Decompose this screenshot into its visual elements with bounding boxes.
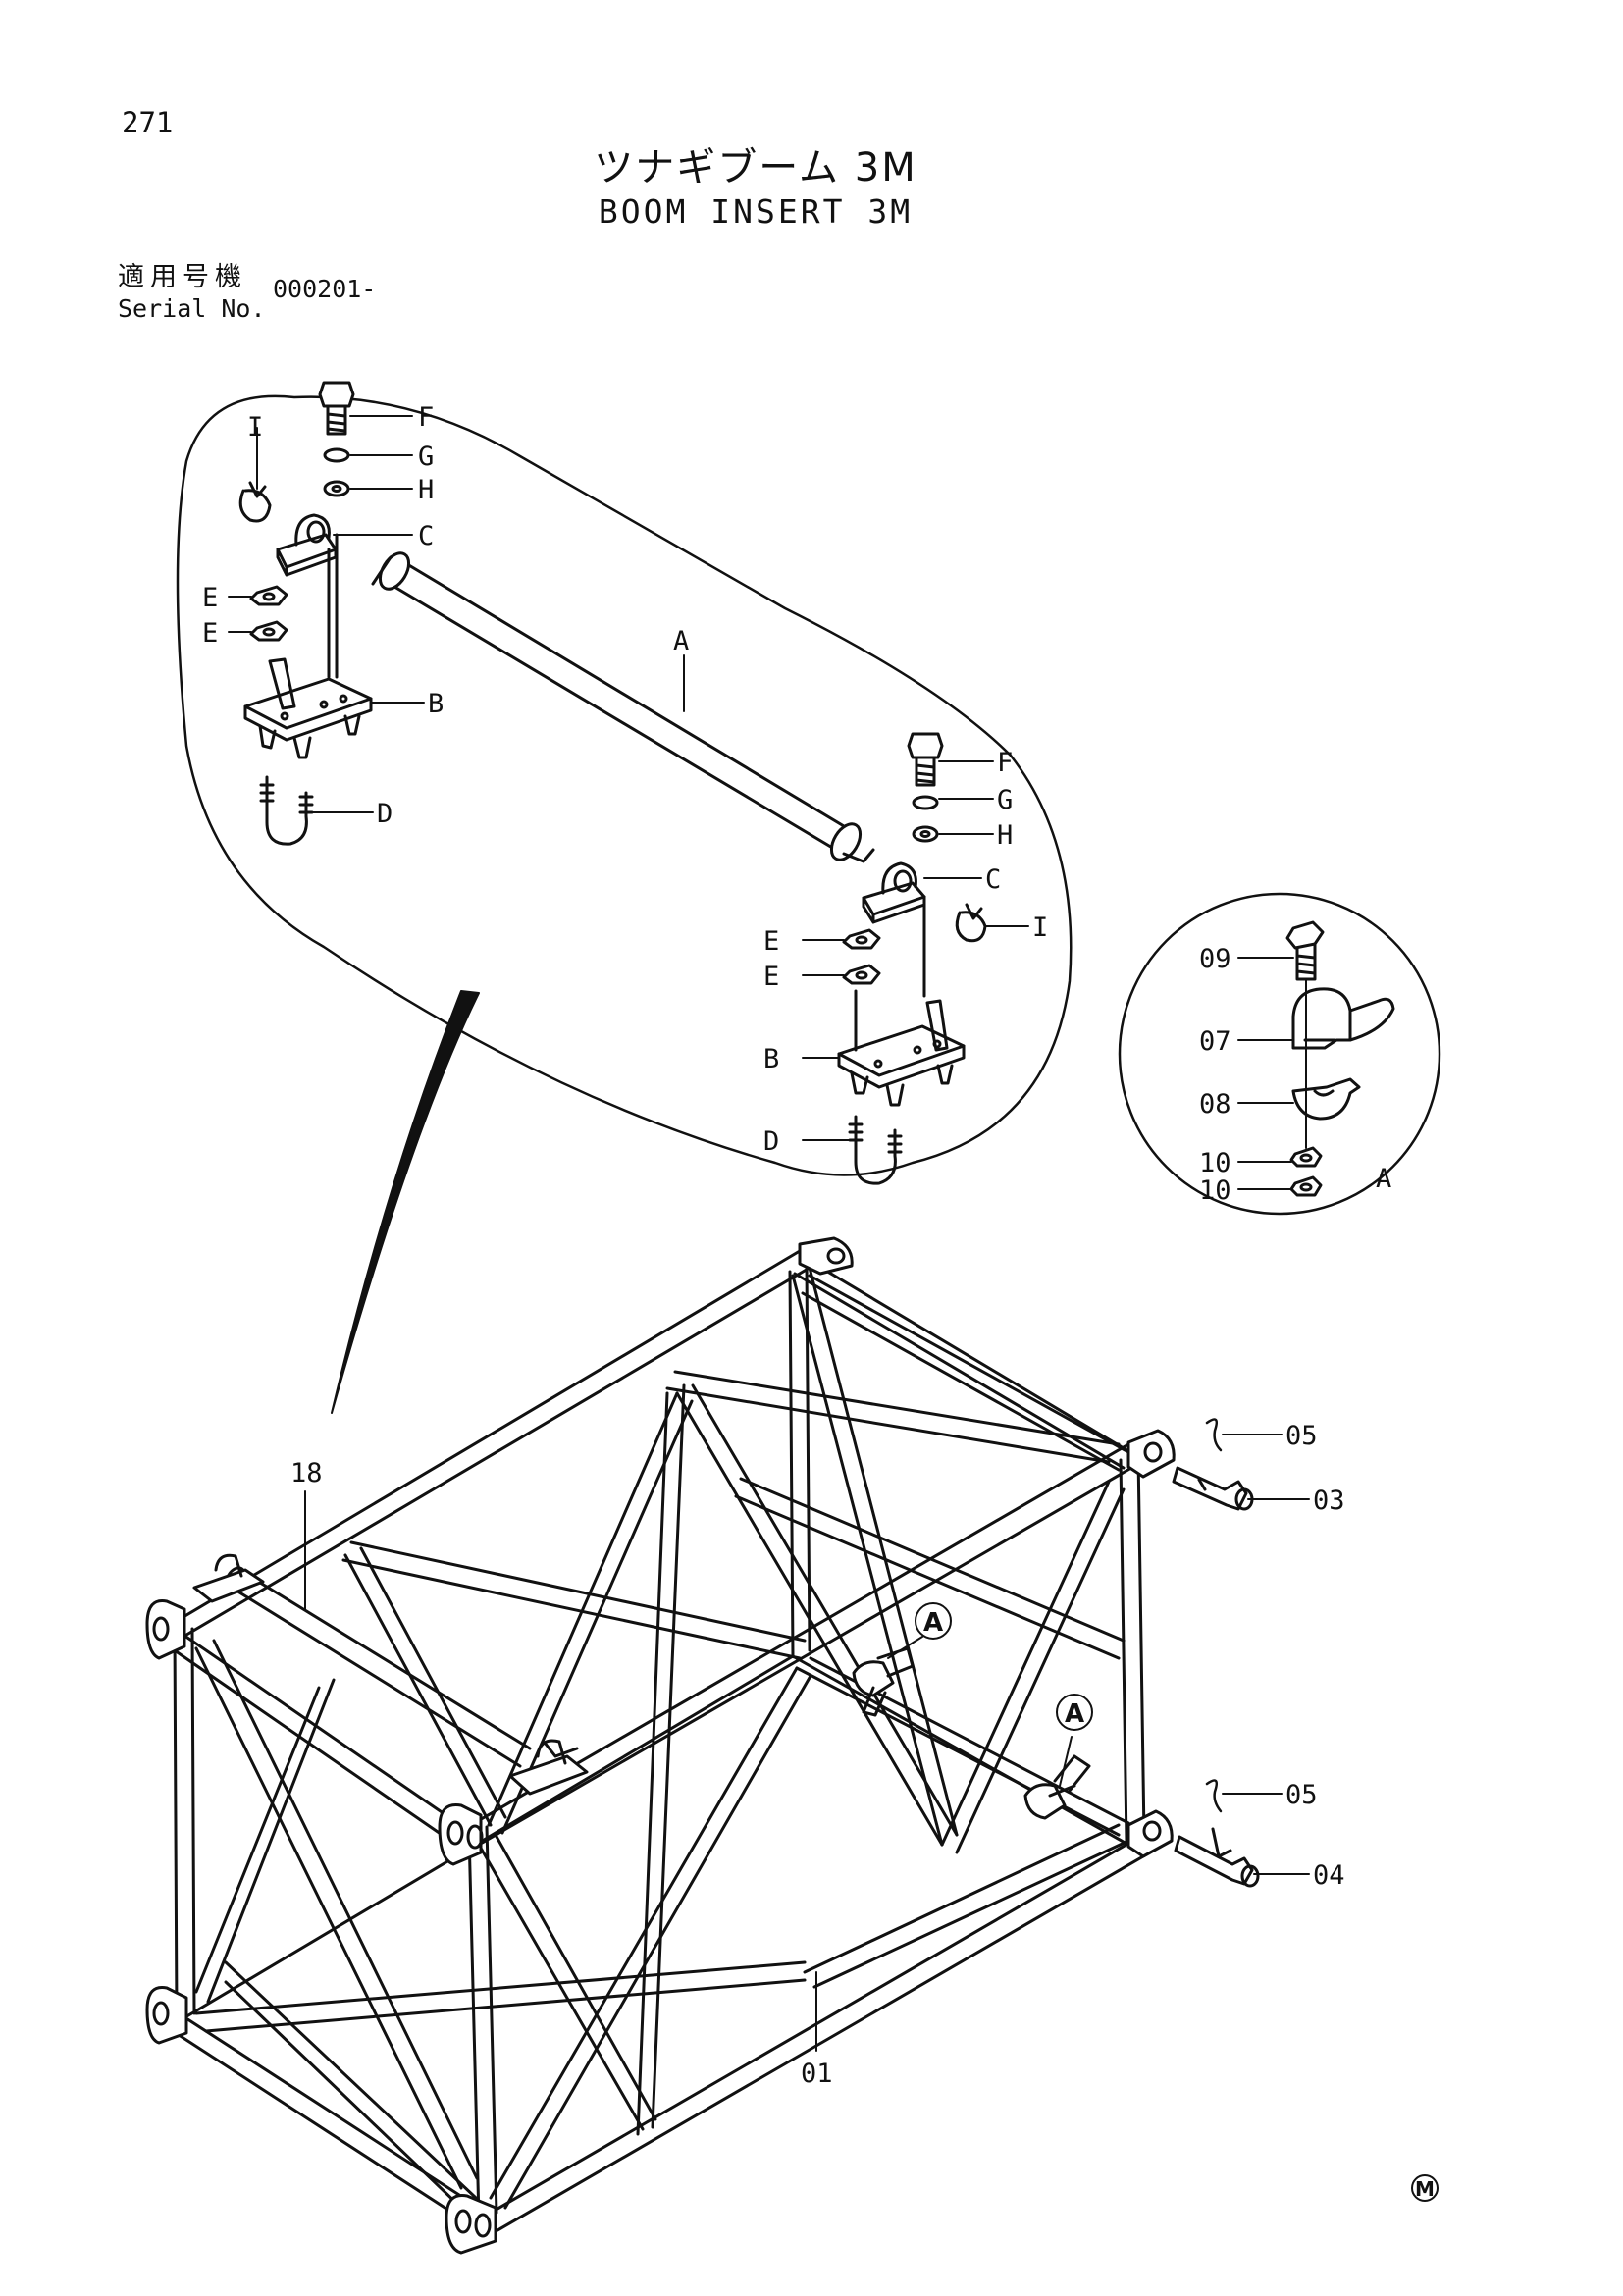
u-bolt-upper [259,775,314,846]
clip-lower [955,903,987,943]
label-retainer-upper: 05 [1285,1421,1318,1451]
label-clamp-nut-1: 10 [1199,1148,1231,1178]
label-spring-washer-lower: G [997,785,1013,815]
bolt-lower [907,732,944,787]
nut-upper-2 [249,620,288,642]
serial-number-value: 000201- [273,275,377,303]
frame-lacing [194,1266,1130,2210]
label-plain-washer-lower: H [997,820,1013,851]
detail-bubble-outline [176,394,1073,1176]
spring-washer-upper [323,447,350,463]
frame-chords [167,1246,1152,2235]
label-clamp-nut-2: 10 [1199,1175,1231,1206]
clamp-lower [1291,1077,1361,1121]
clamp-detail: 09 07 08 10 10 A [1118,892,1441,1216]
label-clamp-bolt: 09 [1199,944,1231,974]
u-bolt-lower [848,1115,903,1185]
label-tube: A [673,626,689,656]
bracket-upper [243,533,373,759]
retainer-upper [1205,1418,1223,1452]
clamp-nut-1 [1289,1146,1323,1168]
nut-upper-1 [249,585,288,606]
label-clamp-lower: 08 [1199,1089,1231,1120]
label-clip-lower: I [1032,913,1048,943]
nut-lower-2 [842,964,881,985]
label-nut-upper-1: E [202,583,218,613]
spring-washer-lower [912,795,939,810]
title-japanese: ツナギブーム 3M [594,145,917,190]
nut-lower-1 [842,928,881,950]
label-bolt-lower: F [997,748,1013,778]
lug-back-top-left [798,1236,854,1276]
clamp-detail-outline [1118,892,1441,1216]
label-assembly: 18 [290,1458,323,1488]
tube-part [371,551,875,863]
clamp-upper [1291,987,1395,1050]
lug-front-bottom-left [145,1985,188,2045]
detail-leaders [228,415,1029,1141]
pin-upper [1172,1466,1254,1511]
label-nut-lower-1: E [763,926,779,957]
label-bearing-block-lower: C [985,864,1001,895]
label-pin-upper: 03 [1313,1486,1345,1516]
clamp-bolt [1285,920,1325,981]
serial-label-english: Serial No. [118,294,266,323]
reference-mark-1-text: A [923,1608,943,1638]
lug-back-bottom-right [1126,1809,1174,1858]
frame-leaders [304,1434,1310,2052]
label-clip-upper: I [247,412,263,443]
lug-front-bottom-right [445,2193,497,2255]
detail-bubble [176,394,1073,1414]
serial-label-japanese: 適用号機 [118,262,247,292]
label-frame: 01 [801,2059,833,2089]
pin-lower [1174,1827,1260,1888]
page-number: 271 [122,106,174,139]
reference-mark-2: A [1056,1694,1093,1731]
label-clamp-reference: A [1376,1164,1391,1194]
bearing-block-lower [862,861,926,924]
mounted-tube-assembly [192,1553,589,1796]
label-retainer-lower: 05 [1285,1780,1318,1810]
boom-frame [145,1236,1260,2255]
label-u-bolt-upper: D [377,799,393,829]
retainer-lower [1205,1779,1223,1813]
footer-mark: M [1411,2174,1439,2202]
label-pin-lower: 04 [1313,1860,1345,1891]
label-bracket-lower: B [763,1044,779,1074]
reference-mark-2-text: A [1065,1699,1084,1729]
lug-front-top-right [438,1802,484,1866]
frame-clamp-upper [852,1646,915,1717]
label-spring-washer-upper: G [418,442,434,472]
label-bracket-upper: B [428,689,444,719]
label-clamp-upper: 07 [1199,1026,1231,1057]
title-english: BOOM INSERT 3M [598,192,914,231]
clip-upper [238,481,272,523]
label-plain-washer-upper: H [418,475,434,505]
reference-mark-1: A [915,1602,952,1640]
label-bearing-block-upper: C [418,521,434,551]
label-nut-upper-2: E [202,618,218,649]
clamp-nut-2 [1289,1175,1323,1197]
bolt-upper [318,381,355,436]
bearing-block-upper [276,513,338,577]
clamp-detail-leaders [1237,957,1294,1190]
lug-front-top-left [145,1598,186,1660]
plain-washer-upper [323,480,350,497]
bracket-lower [837,895,966,1107]
label-nut-lower-2: E [763,962,779,992]
lug-back-top-right [1126,1429,1176,1479]
label-u-bolt-lower: D [763,1126,779,1157]
detail-leader-wedge [331,990,480,1414]
label-bolt-upper: F [418,402,434,433]
plain-washer-lower [912,825,939,843]
footer-mark-text: M [1415,2177,1435,2201]
